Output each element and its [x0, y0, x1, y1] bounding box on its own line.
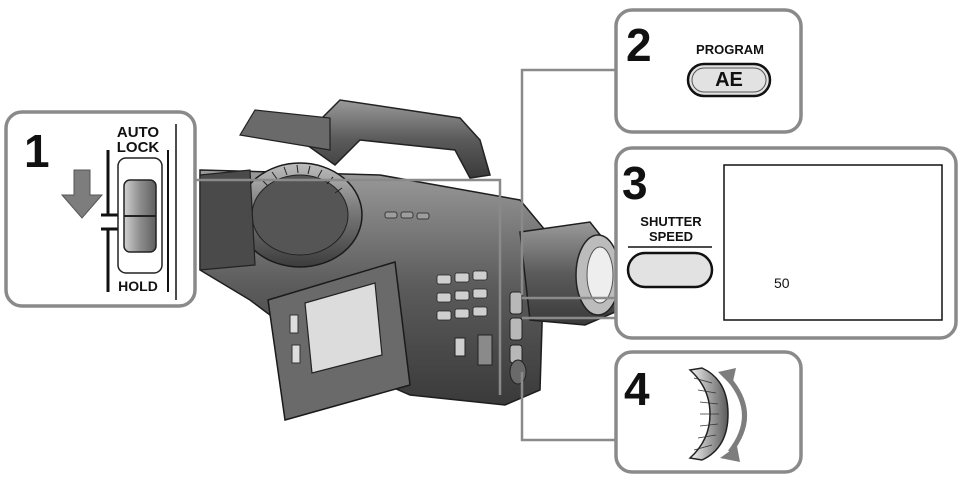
shutter-speed-button-shape [626, 251, 714, 289]
ae-button-label[interactable]: AE [715, 69, 743, 91]
step-2-panel [614, 8, 803, 134]
leader-lines [195, 68, 616, 442]
camcorder-illustration [199, 99, 621, 421]
step-4-panel [614, 350, 803, 474]
rotate-arrow-icon [726, 376, 747, 454]
shutter-label: SHUTTER [640, 214, 702, 229]
step-3-panel [614, 146, 958, 340]
speed-label: SPEED [648, 229, 694, 244]
step-3-number: 3 [622, 157, 648, 209]
down-arrow-icon [60, 169, 104, 219]
lcd-display-frame [723, 164, 943, 321]
shutter-speed-button[interactable] [628, 253, 712, 287]
shutter-speed-value: 50 [774, 275, 790, 291]
control-dial [688, 367, 729, 461]
step-4-number: 4 [624, 363, 650, 415]
step-1-number: 1 [24, 125, 50, 177]
program-ae-button-shape [686, 62, 772, 98]
step-1-panel [4, 110, 197, 308]
step-2-number: 2 [626, 19, 652, 71]
program-label: PROGRAM [696, 42, 764, 57]
hold-label: HOLD [118, 278, 158, 294]
lock-label: LOCK [116, 139, 160, 156]
auto-label: AUTO [116, 124, 160, 141]
